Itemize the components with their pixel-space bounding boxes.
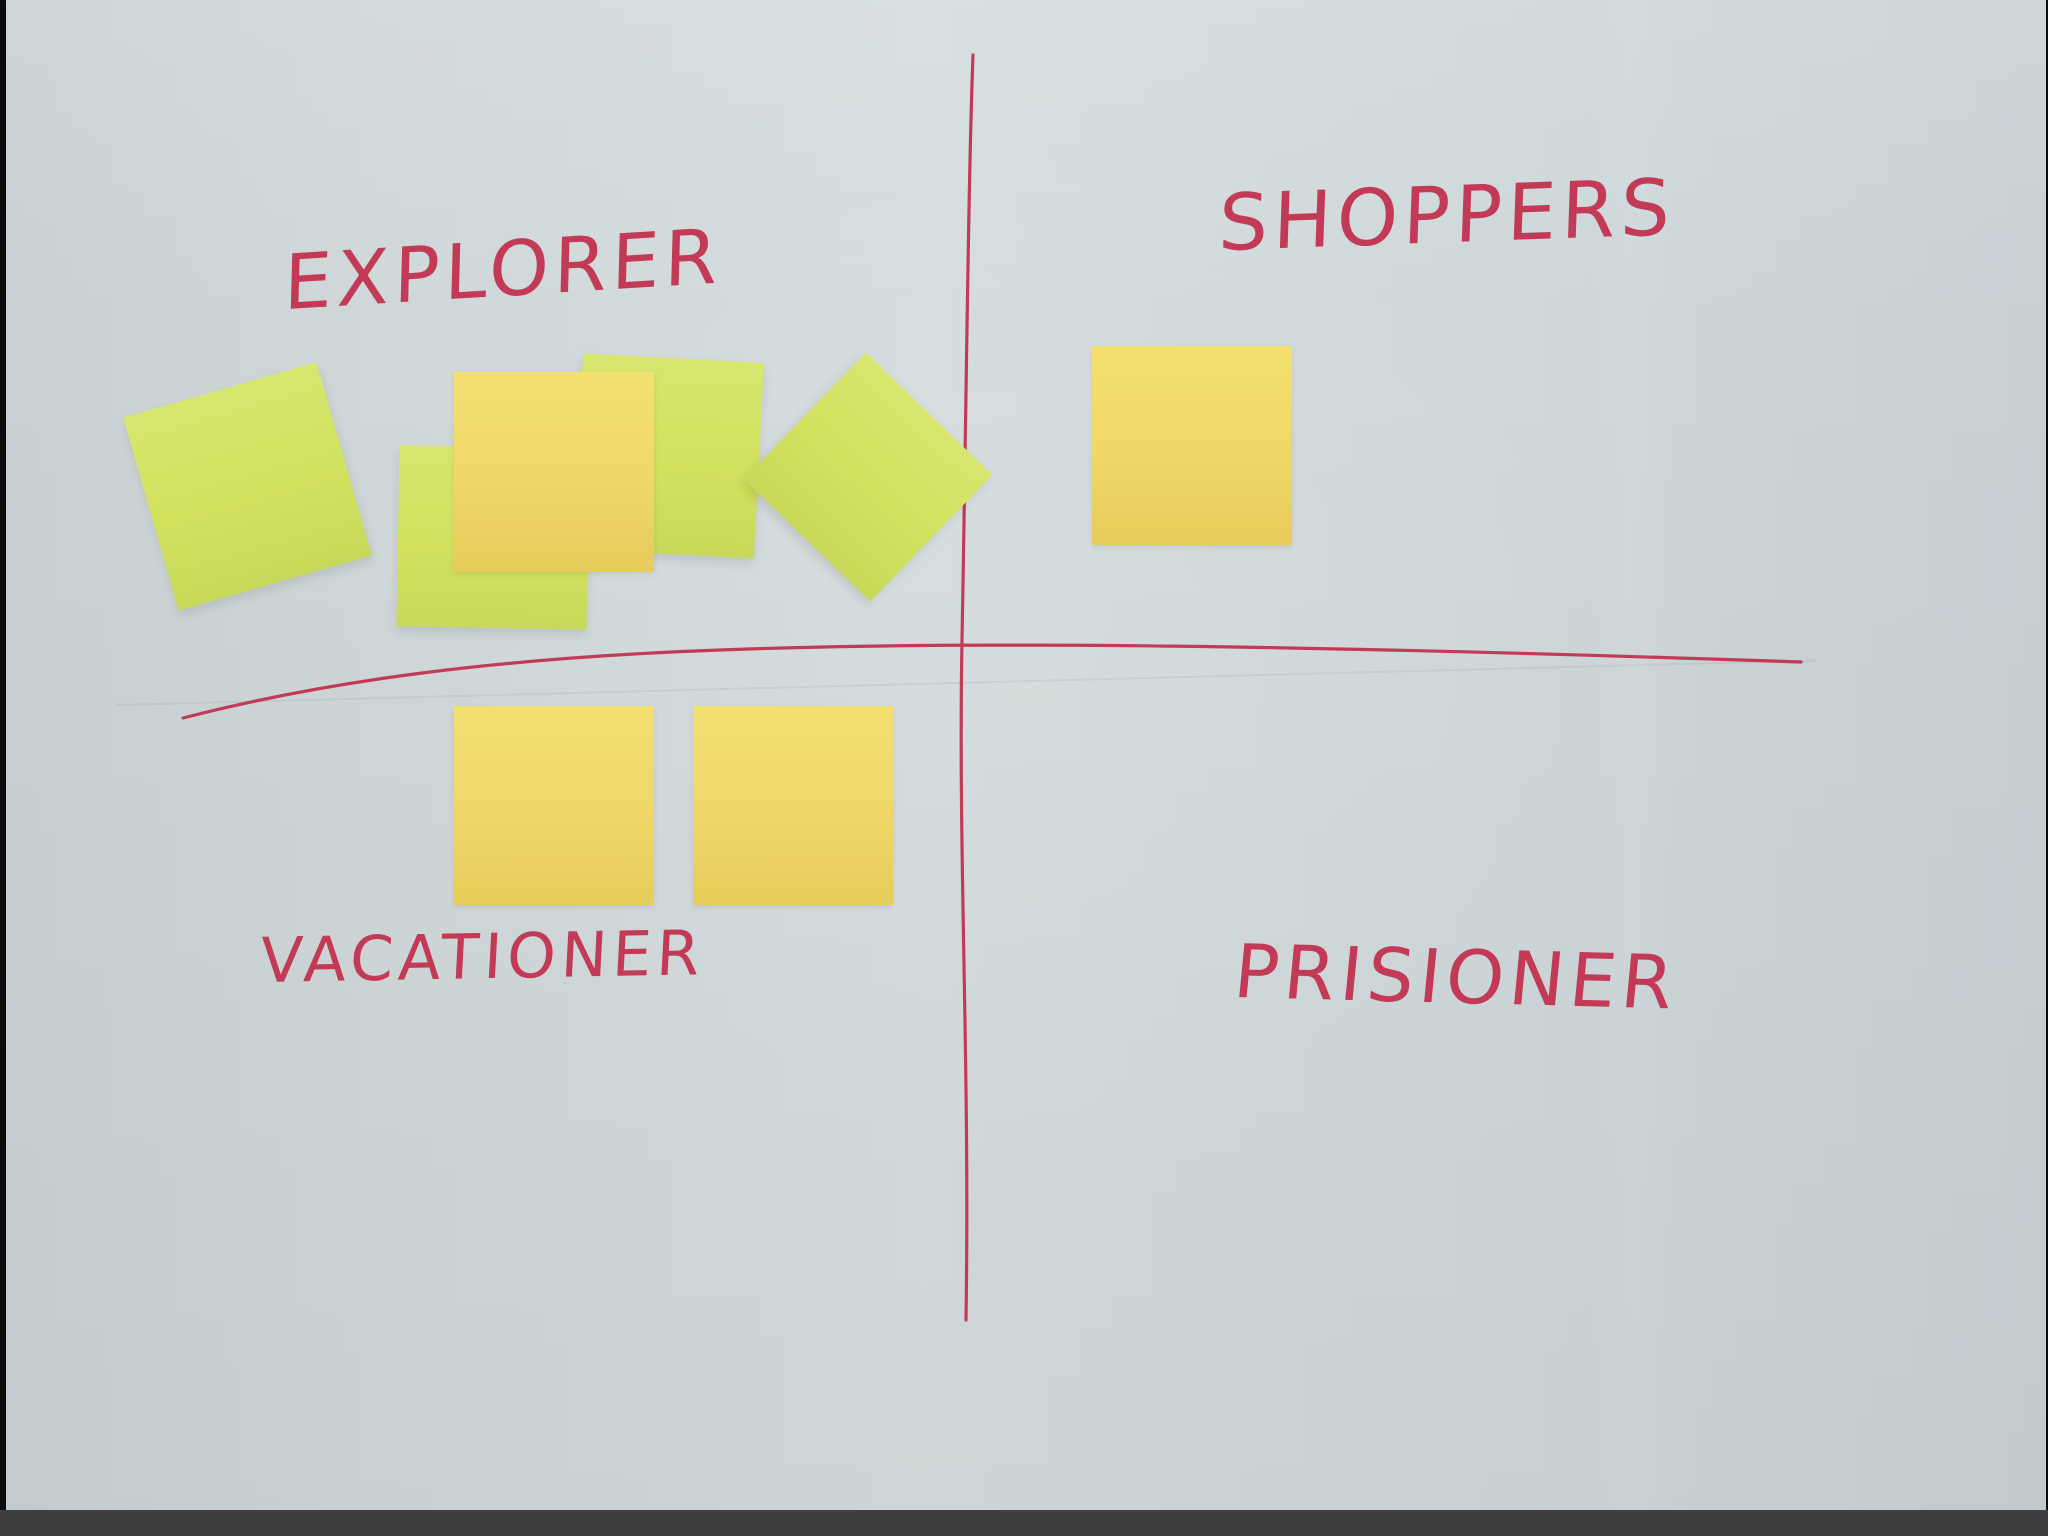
yellow-sticky-note [1092, 346, 1292, 545]
yellow-sticky-note [454, 372, 654, 572]
yellow-sticky-note [454, 706, 654, 905]
prisioner-label: PRISIONER [1231, 935, 1681, 1020]
shoppers-label: SHOPPERS [1217, 169, 1676, 263]
bottom-dark-strip [0, 1510, 2048, 1536]
vacationer-label: VACATIONER [259, 922, 706, 992]
paper-fold-shadow [116, 659, 1815, 706]
whiteboard-paper [6, 0, 2046, 1530]
yellow-sticky-note [693, 706, 893, 905]
